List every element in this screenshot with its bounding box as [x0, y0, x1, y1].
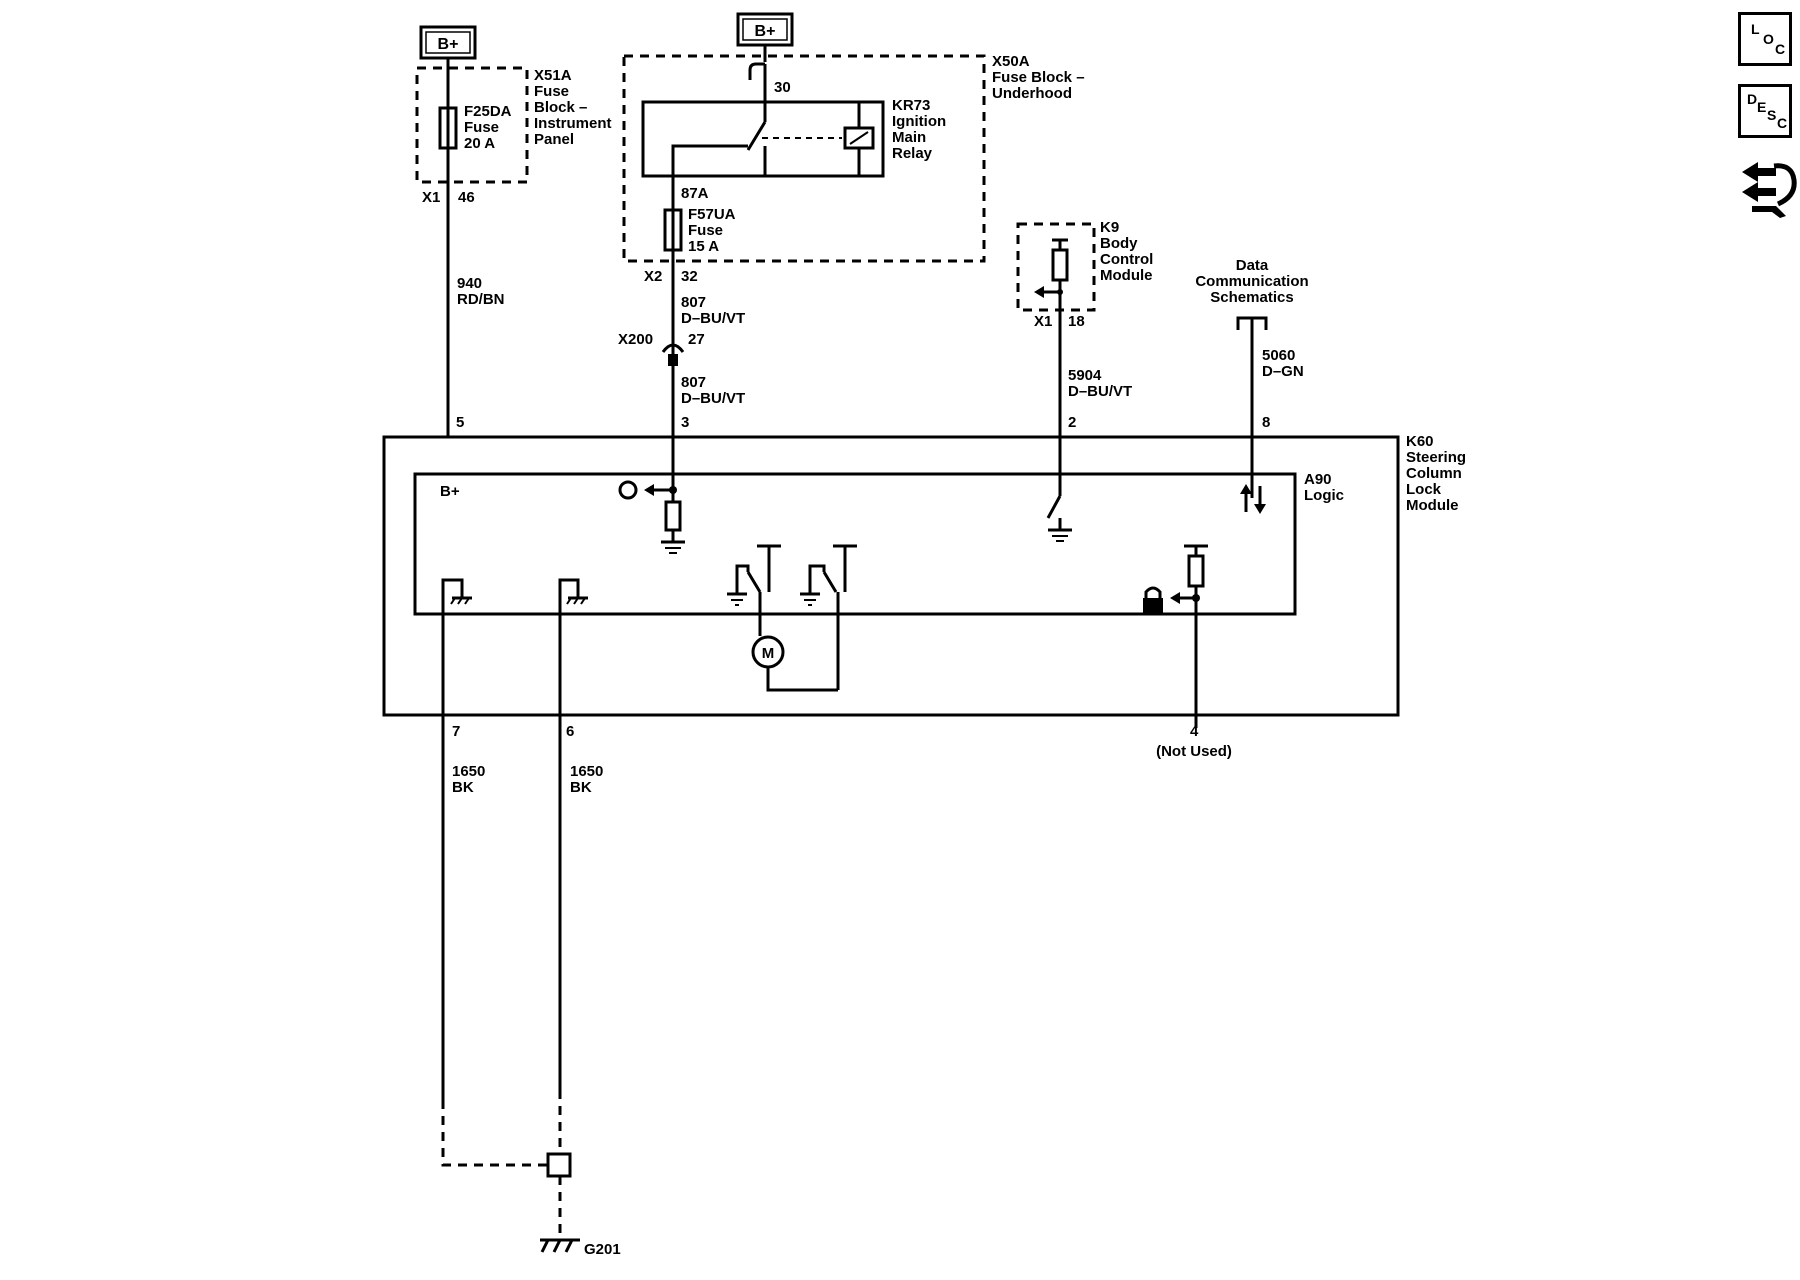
svg-text:Fuse: Fuse	[534, 83, 569, 100]
svg-text:Fuse Block –: Fuse Block –	[992, 69, 1085, 86]
ignition-sense-circuit	[618, 478, 685, 554]
svg-text:Communication: Communication	[1195, 273, 1308, 290]
relay-contact	[746, 121, 767, 151]
svg-text:2: 2	[1068, 414, 1076, 431]
svg-text:G201: G201	[584, 1241, 621, 1258]
svg-text:8: 8	[1262, 414, 1270, 431]
fuse-f25da	[438, 106, 458, 150]
b-plus-terminal-1: B+	[419, 25, 477, 60]
wire-807-id-b: 807	[681, 374, 706, 391]
svg-text:6: 6	[566, 723, 574, 740]
svg-text:KR73: KR73	[892, 97, 930, 114]
svg-text:Module: Module	[1100, 267, 1153, 284]
svg-text:X2: X2	[644, 268, 662, 285]
wire-940-color: RD/BN	[457, 291, 505, 308]
wire-807-color-b: D–BU/VT	[681, 390, 745, 407]
svg-text:7: 7	[452, 723, 460, 740]
kr73-ignition-main-relay: KR73 Ignition Main Relay	[641, 97, 946, 178]
wire-5904-id: 5904	[1068, 367, 1102, 384]
data-communication-reference: Data Communication Schematics	[1195, 257, 1309, 498]
svg-text:F57UA: F57UA	[688, 206, 736, 223]
svg-text:Column: Column	[1406, 465, 1462, 482]
svg-text:B+: B+	[440, 483, 460, 500]
svg-text:BK: BK	[452, 779, 474, 796]
wire-807-color-a: D–BU/VT	[681, 310, 745, 327]
wire-807-id-a: 807	[681, 294, 706, 311]
wire-5060-color: D–GN	[1262, 363, 1304, 380]
svg-text:Fuse: Fuse	[464, 119, 499, 136]
wire-940-id: 940	[457, 275, 482, 292]
svg-text:Control: Control	[1100, 251, 1153, 268]
svg-text:K9: K9	[1100, 219, 1119, 236]
svg-text:(Not Used): (Not Used)	[1156, 743, 1232, 760]
svg-text:30: 30	[774, 79, 791, 96]
wire-5060-id: 5060	[1262, 347, 1295, 364]
svg-text:Lock: Lock	[1406, 481, 1442, 498]
svg-text:Body: Body	[1100, 235, 1138, 252]
location-button[interactable]: L O C	[1738, 12, 1792, 66]
svg-text:Schematics: Schematics	[1210, 289, 1293, 306]
svg-text:X51A: X51A	[534, 67, 572, 84]
logic-ground-pin6	[558, 578, 588, 715]
svg-text:15 A: 15 A	[688, 238, 719, 255]
pin-87a: 87A	[681, 185, 709, 202]
svg-text:Block –: Block –	[534, 99, 587, 116]
ground-g201-icon: G201	[540, 1238, 621, 1258]
svg-text:Panel: Panel	[534, 131, 574, 148]
lock-motor-circuit: M	[727, 544, 857, 692]
svg-text:X50A: X50A	[992, 53, 1030, 70]
lock-status-sense	[1143, 544, 1208, 715]
serial-data-arrows-icon	[1240, 484, 1266, 514]
svg-text:A90: A90	[1304, 471, 1332, 488]
svg-text:Main: Main	[892, 129, 926, 146]
b-plus-terminal-2: B+	[736, 12, 794, 47]
svg-text:18: 18	[1068, 313, 1085, 330]
svg-text:27: 27	[688, 331, 705, 348]
svg-text:Ignition: Ignition	[892, 113, 946, 130]
x200-inline-connector: X200 27	[618, 331, 705, 366]
wire-5904-color: D–BU/VT	[1068, 383, 1132, 400]
svg-text:46: 46	[458, 189, 475, 206]
svg-text:B+: B+	[438, 36, 459, 53]
svg-text:F25DA: F25DA	[464, 103, 512, 120]
padlock-icon	[1143, 586, 1163, 614]
connector-tool-icon[interactable]	[1738, 158, 1798, 220]
logic-ground-pin7	[441, 578, 472, 715]
svg-text:Logic: Logic	[1304, 487, 1344, 504]
x51a-fuse-block: F25DA Fuse 20 A X51A Fuse Block – Instru…	[415, 66, 612, 206]
svg-text:Relay: Relay	[892, 145, 933, 162]
bcm-input-switch	[1046, 495, 1072, 542]
a90-logic-board: A90 Logic B+	[413, 471, 1344, 616]
svg-text:Module: Module	[1406, 497, 1459, 514]
svg-text:M: M	[762, 645, 775, 662]
svg-text:3: 3	[681, 414, 689, 431]
svg-text:1650: 1650	[452, 763, 485, 780]
svg-text:Underhood: Underhood	[992, 85, 1072, 102]
fuse-f57ua	[663, 208, 683, 252]
svg-text:BK: BK	[570, 779, 592, 796]
svg-text:4: 4	[1190, 723, 1199, 740]
svg-text:X1: X1	[1034, 313, 1052, 330]
svg-text:Fuse: Fuse	[688, 222, 723, 239]
svg-text:Steering: Steering	[1406, 449, 1466, 466]
svg-text:X1: X1	[422, 189, 440, 206]
svg-text:B+: B+	[755, 23, 776, 40]
svg-text:X200: X200	[618, 331, 653, 348]
svg-text:20 A: 20 A	[464, 135, 495, 152]
svg-text:K60: K60	[1406, 433, 1434, 450]
x50a-fuse-block: 30 X50A Fuse Block – Underhood	[622, 53, 1085, 263]
k60-steering-column-lock-module: 5 3 2 8 K60 Steering Column Lock Module …	[382, 414, 1466, 760]
svg-text:Data: Data	[1236, 257, 1269, 274]
svg-text:Instrument: Instrument	[534, 115, 612, 132]
svg-text:1650: 1650	[570, 763, 603, 780]
description-button[interactable]: D E S C	[1738, 84, 1792, 138]
k9-body-control-module: K9 Body Control Module X1 18	[1016, 219, 1153, 330]
svg-text:5: 5	[456, 414, 464, 431]
svg-text:32: 32	[681, 268, 698, 285]
ground-splice	[441, 1090, 572, 1236]
